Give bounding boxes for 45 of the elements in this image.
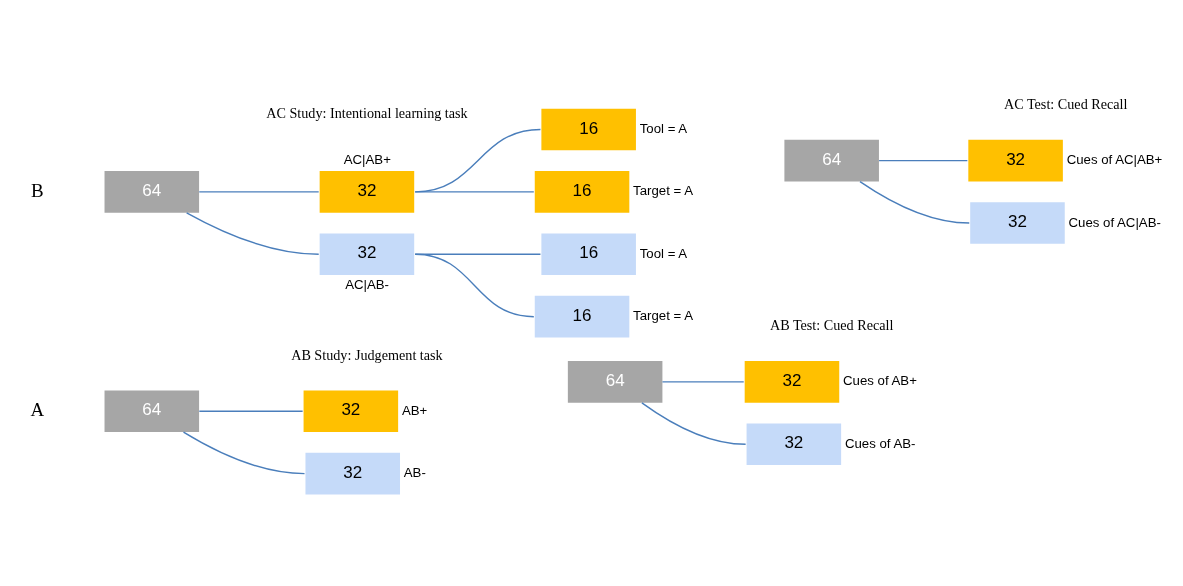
node-box: 32 [970, 201, 1065, 244]
node-box: 16 [534, 170, 630, 213]
node-label: Cues of AB+ [843, 372, 917, 388]
node-label: Cues of AC|AB+ [1066, 151, 1163, 167]
connector [661, 380, 745, 383]
connector [414, 190, 535, 193]
label: AC Study: Intentional learning task [266, 104, 468, 121]
node-box: 64 [567, 360, 663, 403]
node-label: AC|AB+ [343, 151, 391, 167]
label: AB Study: Judgement task [291, 346, 443, 363]
node-box: 32 [968, 139, 1063, 181]
node-box: 32 [305, 452, 400, 494]
label: AB Test: Cued Recall [769, 316, 894, 333]
connector [878, 159, 969, 161]
node-box: 64 [104, 170, 200, 213]
connector [414, 128, 542, 193]
node-label: AB- [403, 464, 426, 480]
node-box: 64 [104, 389, 200, 432]
connector [641, 401, 747, 445]
node-box: 32 [319, 232, 415, 275]
connector [185, 211, 320, 255]
node-box: 32 [303, 389, 399, 432]
connector [859, 180, 970, 224]
connector [198, 190, 320, 193]
label: A [30, 398, 45, 420]
node-label: Cues of AC|AB- [1068, 214, 1161, 230]
label: AC Test: Cued Recall [1003, 95, 1128, 112]
connector [198, 410, 304, 412]
connector [414, 253, 535, 317]
label: B [31, 179, 44, 201]
node-box: 64 [784, 139, 879, 181]
node-label: AC|AB- [345, 276, 390, 292]
node-box: 32 [746, 423, 842, 465]
node-label: Tool = A [639, 245, 688, 261]
node-label: Target = A [633, 307, 693, 323]
node-box: 16 [541, 232, 636, 275]
connector [182, 430, 306, 474]
node-label: Tool = A [639, 120, 688, 136]
node-box: 16 [541, 108, 636, 150]
node-label: AB+ [401, 402, 428, 418]
node-box: 32 [744, 360, 840, 403]
node-label: Cues of AB- [844, 435, 916, 451]
node-box: 16 [534, 295, 630, 337]
node-label: Target = A [633, 182, 693, 198]
node-box: 32 [319, 170, 415, 213]
